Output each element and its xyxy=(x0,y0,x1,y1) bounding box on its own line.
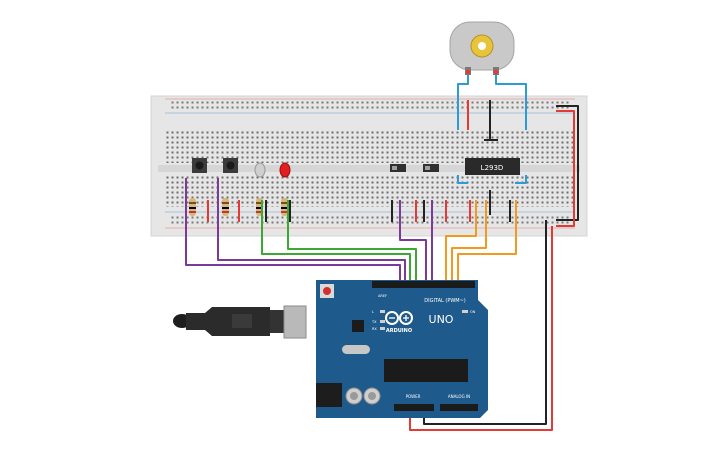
wires xyxy=(185,75,579,431)
aref-label: AREF xyxy=(378,294,387,298)
digital-header xyxy=(372,281,475,288)
dc-power-jack xyxy=(316,383,342,407)
model-label: UNO xyxy=(429,313,454,326)
top-power-rail xyxy=(170,101,570,111)
dc-motor[interactable] xyxy=(449,21,515,75)
resistor-4[interactable] xyxy=(281,198,288,216)
reset-button[interactable] xyxy=(323,287,331,295)
l-label: L xyxy=(372,310,374,314)
wire-rail-vcc-bridge[interactable] xyxy=(556,110,575,227)
wire-driver-in1[interactable] xyxy=(445,200,477,282)
breadboard xyxy=(150,95,588,237)
usb-chip xyxy=(352,320,364,332)
lower-terminal-strip xyxy=(165,174,575,207)
wire-button2-signal[interactable] xyxy=(217,178,406,282)
slide-switch-1[interactable] xyxy=(390,164,406,172)
driver-ic-label: L293D xyxy=(481,164,504,172)
arduino-logo-icon xyxy=(385,311,413,325)
usb-cable xyxy=(173,305,307,339)
resistor-1[interactable] xyxy=(189,198,196,216)
center-channel xyxy=(158,165,580,172)
wire-driver-in2[interactable] xyxy=(451,200,487,282)
wire-driver-out-left[interactable] xyxy=(457,175,468,184)
analog-header xyxy=(440,404,478,411)
wire-5v[interactable] xyxy=(409,226,553,431)
wire-button1-signal[interactable] xyxy=(185,178,401,282)
arduino-uno-board[interactable]: DIGITAL (PWM~) AREF ARDUINO UNO L TX RX … xyxy=(316,280,488,418)
led-red[interactable] xyxy=(279,162,291,178)
wire-motor-left[interactable] xyxy=(457,75,469,130)
analog-label: ANALOG IN xyxy=(448,394,470,399)
on-label: ON xyxy=(470,310,476,314)
crystal xyxy=(342,345,370,354)
pushbutton-1[interactable] xyxy=(192,158,207,173)
upper-terminal-strip xyxy=(165,130,575,163)
wire-driver-en[interactable] xyxy=(457,200,517,282)
power-header xyxy=(394,404,434,411)
pushbutton-2[interactable] xyxy=(223,158,238,173)
wire-led2-signal[interactable] xyxy=(287,200,417,282)
digital-label: DIGITAL (PWM~) xyxy=(424,298,466,304)
wire-driver-out-right[interactable] xyxy=(515,175,527,184)
bottom-power-rail xyxy=(170,215,570,225)
tx-label: TX xyxy=(371,320,377,324)
resistor-2[interactable] xyxy=(222,198,229,216)
wire-led1-signal[interactable] xyxy=(261,200,411,282)
brand-label: ARDUINO xyxy=(386,328,412,334)
atmega-chip xyxy=(384,359,468,382)
rx-label: RX xyxy=(372,327,377,331)
led-white[interactable] xyxy=(254,162,266,178)
wire-rail-gnd-bridge[interactable] xyxy=(556,105,579,221)
wire-switch1-signal[interactable] xyxy=(399,200,427,282)
power-label: POWER xyxy=(406,394,421,399)
wire-motor-right[interactable] xyxy=(495,75,527,130)
motor-driver-ic[interactable]: L293D xyxy=(465,158,520,175)
slide-switch-2[interactable] xyxy=(423,164,439,172)
